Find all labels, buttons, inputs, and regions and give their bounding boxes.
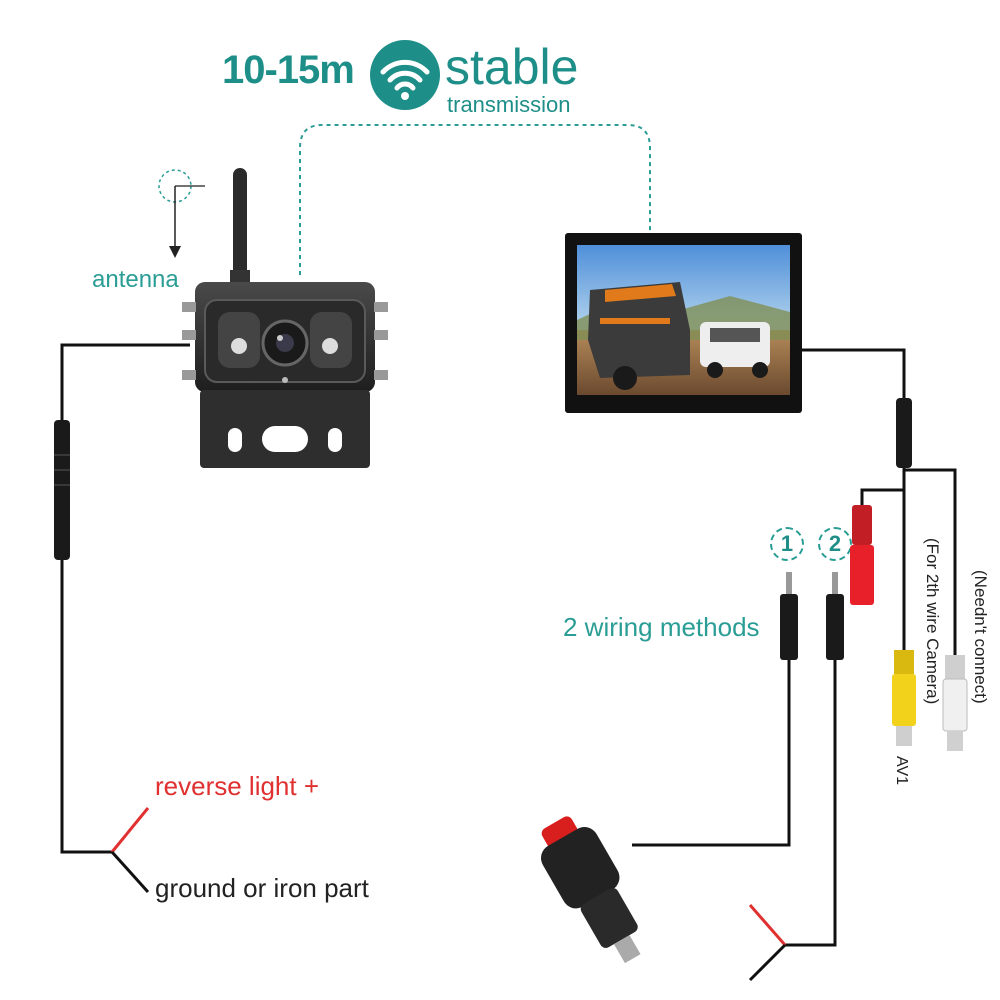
ground-label: ground or iron part	[155, 873, 369, 903]
method-2-badge: 2	[818, 527, 852, 561]
dc-plug-2	[748, 572, 844, 982]
dc-plug-1	[632, 572, 798, 847]
camera-cable	[54, 343, 190, 894]
transmission-label: transmission	[447, 92, 571, 117]
rca-white-plug	[945, 655, 965, 679]
transmission-link	[299, 124, 651, 275]
method-1-badge: 1	[770, 527, 804, 561]
rca-yellow-plug	[894, 650, 914, 674]
reverse-light-label: reverse light +	[155, 771, 320, 801]
monitor-cable	[802, 348, 968, 751]
stable-label: stable	[445, 39, 579, 95]
camera	[182, 168, 388, 468]
wifi-icon	[370, 40, 440, 110]
monitor	[565, 233, 802, 413]
antenna-label: antenna	[92, 266, 179, 293]
camera-connector	[54, 420, 70, 560]
monitor-connector	[896, 398, 912, 468]
wiring-methods-label: 2 wiring methods	[563, 612, 760, 642]
rca-red-plug	[852, 505, 872, 545]
range-label: 10-15m	[222, 48, 355, 92]
antenna-callout	[158, 169, 205, 258]
cigarette-lighter-plug	[541, 816, 641, 964]
camera-antenna	[233, 168, 247, 286]
